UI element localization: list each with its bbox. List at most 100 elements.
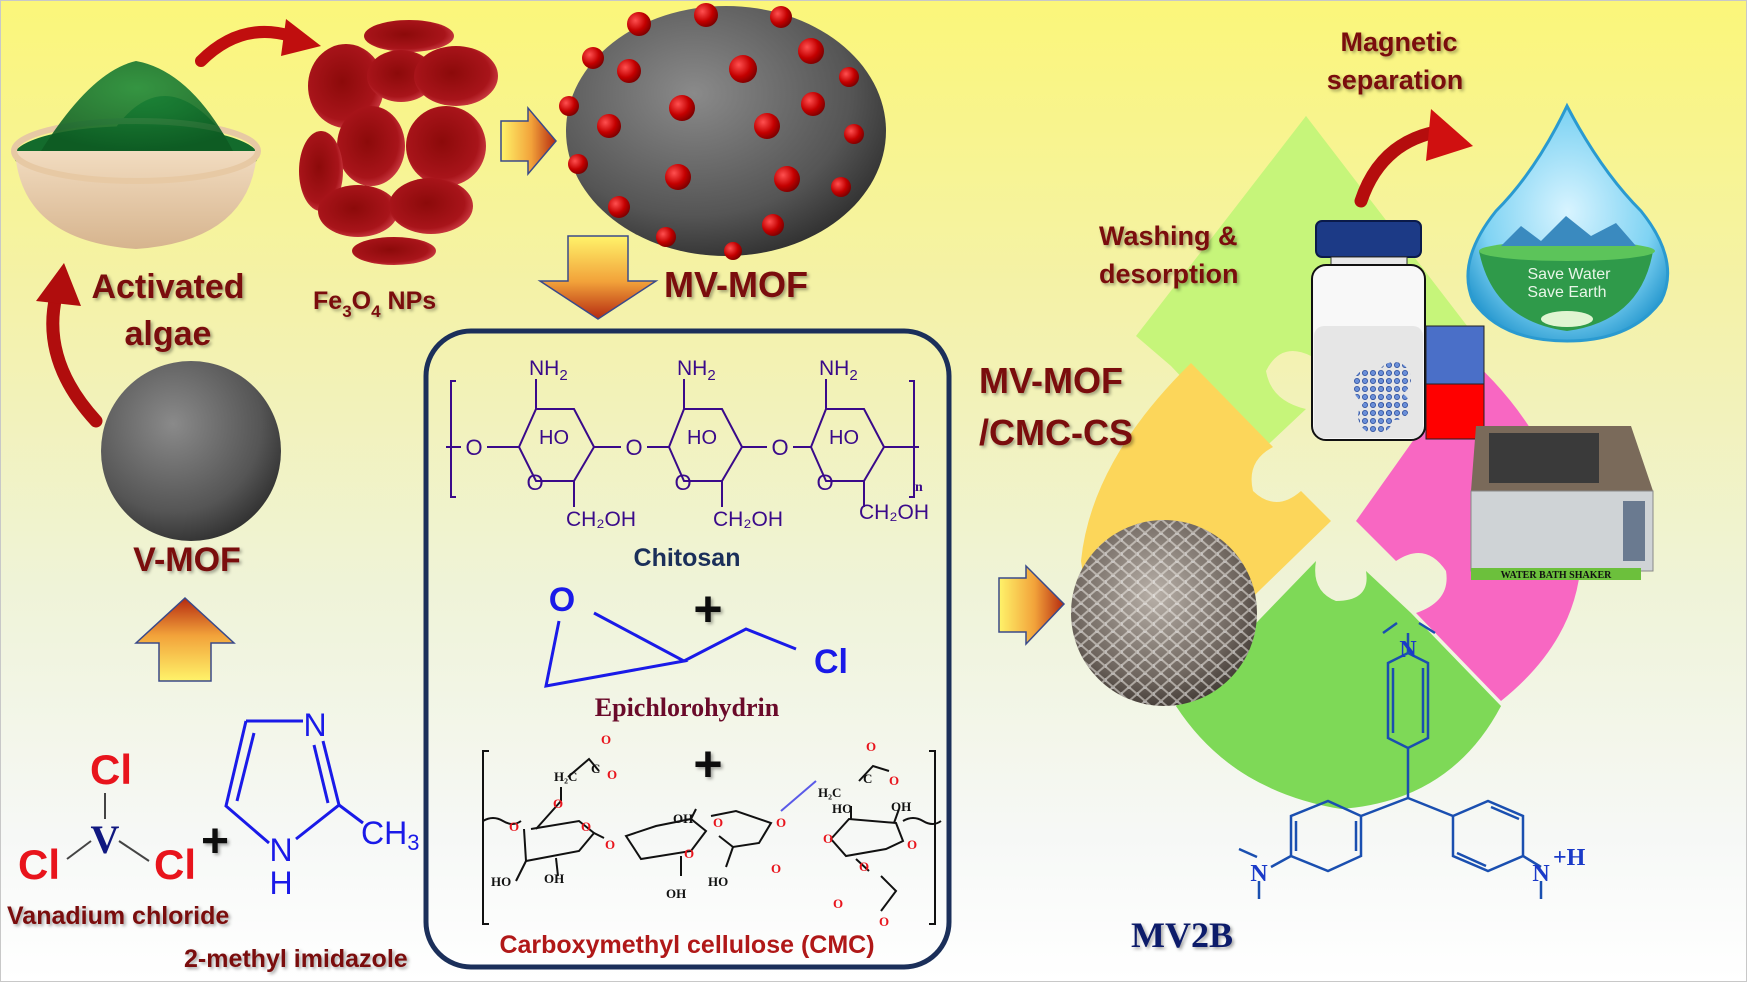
svg-text:O: O: [776, 815, 786, 830]
svg-text:O: O: [879, 914, 889, 929]
svg-text:CH₂OH: CH₂OH: [566, 508, 636, 531]
washing-label-line1: Washing &: [1099, 221, 1238, 251]
svg-text:HO: HO: [539, 427, 569, 449]
svg-text:O: O: [581, 819, 591, 834]
mv2b-label: MV2B: [1131, 915, 1233, 955]
composite-sphere-image: [1071, 520, 1257, 706]
svg-text:O: O: [859, 859, 869, 874]
sample-bottle-image: [1311, 220, 1426, 441]
svg-text:O: O: [625, 435, 642, 460]
svg-text:O: O: [713, 815, 723, 830]
svg-text:HO: HO: [708, 874, 728, 889]
svg-text:O: O: [526, 470, 543, 495]
activated-algae-label-line1: Activated: [91, 268, 244, 306]
arrow-right-icon: [998, 564, 1066, 646]
plus-icon: +: [201, 815, 229, 868]
fe3o4-nanoparticles-image: [299, 20, 498, 265]
methyl-imidazole-atoms: N N H CH3: [269, 707, 419, 901]
plus-icon: +: [693, 736, 722, 792]
svg-text:O: O: [889, 773, 899, 788]
svg-text:C: C: [863, 771, 872, 786]
svg-text:CH3: CH3: [361, 815, 419, 855]
cmc-atoms: O H₂C C O O O O O HO OH OH O OH O HO O O…: [491, 732, 917, 929]
svg-text:O: O: [605, 837, 615, 852]
blue-square: [1425, 325, 1485, 385]
cmc-label: Carboxymethyl cellulose (CMC): [499, 931, 874, 959]
svg-text:Cl: Cl: [90, 746, 132, 793]
svg-text:HO: HO: [829, 427, 859, 449]
svg-text:n: n: [915, 480, 923, 495]
svg-text:O: O: [823, 831, 833, 846]
svg-text:N: N: [269, 832, 292, 868]
composite-label-line2: /CMC-CS: [979, 412, 1133, 453]
svg-text:O: O: [601, 732, 611, 747]
svg-text:O: O: [553, 796, 563, 811]
curved-arrow-icon: [1354, 109, 1473, 208]
svg-text:O: O: [771, 861, 781, 876]
svg-text:O: O: [833, 896, 843, 911]
mv2b-atoms: N N N +H: [1250, 637, 1585, 887]
fe3o4-label: Fe3O4 NPs: [313, 287, 436, 321]
svg-text:OH: OH: [544, 871, 564, 886]
chitosan-atoms: NH2 NH2 NH2 HO HO HO O O O O O O CH₂OH C…: [465, 357, 929, 531]
curved-arrow-icon: [195, 19, 321, 67]
svg-text:O: O: [607, 767, 617, 782]
svg-text:OH: OH: [891, 799, 911, 814]
mv-mof-label: MV-MOF: [664, 264, 808, 305]
chitosan-structure: [446, 379, 919, 507]
svg-text:NH2: NH2: [819, 357, 858, 384]
svg-text:HO: HO: [832, 801, 852, 816]
svg-text:N: N: [1250, 861, 1268, 887]
save-water-text: Save Water: [1528, 266, 1612, 283]
svg-text:O: O: [465, 435, 482, 460]
oxygen-atom: O: [549, 581, 575, 619]
svg-text:OH: OH: [666, 886, 686, 901]
svg-text:O: O: [674, 470, 691, 495]
chlorine-atom: Cl: [814, 643, 848, 681]
svg-text:NH2: NH2: [529, 357, 568, 384]
svg-text:OH: OH: [673, 811, 693, 826]
svg-text:Cl: Cl: [18, 841, 60, 888]
magnetic-label-line2: separation: [1327, 65, 1464, 95]
svg-text:HO: HO: [491, 874, 511, 889]
water-bath-shaker-image: WATER BATH SHAKER: [1470, 426, 1654, 581]
svg-text:N: N: [303, 707, 326, 743]
save-earth-text: Save Earth: [1527, 284, 1606, 301]
svg-text:+H: +H: [1553, 845, 1586, 871]
svg-text:O: O: [771, 435, 788, 460]
svg-text:NH2: NH2: [677, 357, 716, 384]
activated-algae-label-line2: algae: [125, 315, 212, 353]
svg-text:C: C: [591, 761, 600, 776]
svg-text:Cl: Cl: [154, 841, 196, 888]
vanadium-chloride-label: Vanadium chloride: [7, 902, 229, 930]
svg-text:O: O: [684, 846, 694, 861]
svg-text:V: V: [91, 817, 120, 862]
vanadium-chloride-structure: Cl V Cl Cl: [18, 746, 196, 888]
washing-label-line2: desorption: [1099, 259, 1239, 289]
v-mof-sphere-image: [101, 361, 281, 541]
svg-text:O: O: [816, 470, 833, 495]
svg-text:H₂C: H₂C: [554, 769, 577, 784]
svg-text:O: O: [907, 837, 917, 852]
save-water-drop-image: Save Water Save Earth: [1466, 102, 1670, 343]
curved-arrow-up-icon: [36, 263, 103, 428]
epichlorohydrin-label: Epichlorohydrin: [595, 693, 780, 722]
plus-icon: +: [693, 581, 722, 637]
reagents-box: [423, 328, 952, 970]
mv2b-structure: [1238, 621, 1543, 899]
arrow-up-icon: [134, 596, 236, 682]
svg-text:HO: HO: [687, 427, 717, 449]
epichlorohydrin-structure: [544, 611, 797, 688]
arrow-down-icon: [537, 235, 659, 320]
algae-bowl-image: [11, 61, 261, 249]
svg-text:CH₂OH: CH₂OH: [713, 508, 783, 531]
svg-text:H₂C: H₂C: [818, 785, 841, 800]
svg-text:O: O: [866, 739, 876, 754]
methyl-imidazole-structure: [224, 719, 364, 845]
arrow-right-icon: [500, 105, 557, 177]
svg-text:O: O: [509, 819, 519, 834]
methyl-imidazole-label: 2-methyl imidazole: [184, 945, 408, 973]
svg-text:N: N: [1399, 637, 1417, 663]
